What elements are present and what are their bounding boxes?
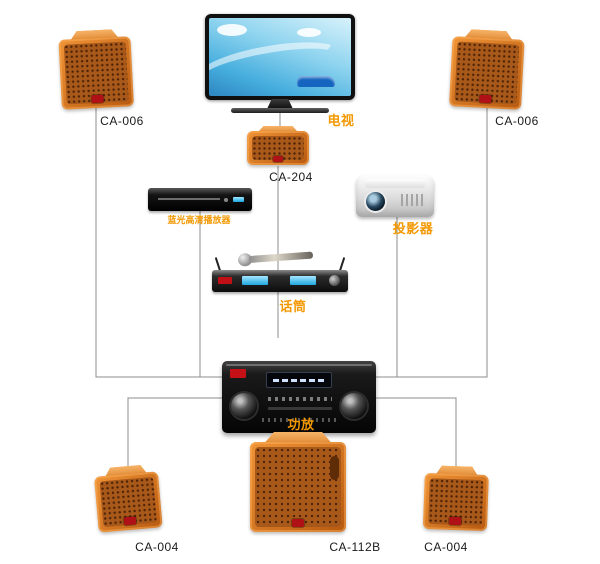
projector: [356, 175, 434, 217]
amp-top-edge: [226, 364, 372, 366]
label-tv: 电视: [327, 113, 355, 128]
port-slot: [330, 456, 339, 480]
mic-receiver: [212, 270, 348, 292]
amp-display: [266, 372, 332, 388]
receiver-knob: [329, 275, 340, 286]
tv: [205, 14, 355, 114]
brand-logo-icon: [91, 94, 104, 104]
volume-knob-left: [231, 393, 257, 419]
tv-stand-base: [231, 108, 329, 113]
display-led: [233, 197, 244, 202]
tv-screen: [209, 18, 351, 96]
projector-top-face: [364, 179, 426, 188]
speaker-grille: [252, 136, 304, 160]
bluray-player: [148, 188, 252, 211]
line-speaker-tr-to-amp: [376, 104, 488, 378]
label-subwoofer: CA-112B: [329, 540, 381, 554]
wireless-microphone: [237, 248, 319, 268]
amp-buttons-row: [268, 397, 332, 401]
brand-logo-icon: [123, 516, 137, 526]
label-bluray: 蓝光高清播放器: [167, 215, 231, 225]
mic-handle: [248, 251, 314, 264]
speaker-cabinet: [449, 36, 525, 110]
tv-frame: [205, 14, 355, 100]
speaker-top-face: [263, 432, 333, 444]
line-speaker-br-to-amp: [376, 397, 457, 470]
label-speaker-bottom-right: CA-004: [424, 540, 468, 554]
line-speaker-tl-to-amp: [95, 104, 222, 378]
disc-tray: [158, 198, 220, 200]
cloud-shape: [297, 28, 321, 37]
speaker-cabinet: [247, 131, 309, 165]
subwoofer: [250, 432, 346, 532]
cloud-shape: [217, 24, 247, 36]
speaker-bottom-left: [93, 463, 163, 533]
label-microphone: 话筒: [279, 299, 307, 314]
brand-logo-icon: [479, 94, 492, 104]
speaker-top-right: [449, 28, 525, 110]
amp-disc-slot: [268, 407, 332, 410]
speaker-bottom-right: [422, 465, 489, 532]
amp-buttons-row: [262, 418, 338, 422]
label-speaker-top-right: CA-006: [495, 114, 539, 128]
amplifier: [222, 361, 376, 433]
speaker-top-face: [257, 126, 299, 133]
power-button-icon: [224, 198, 228, 202]
receiver-display: [290, 276, 316, 285]
speaker-grille: [255, 447, 341, 527]
speaker-cabinet: [250, 442, 346, 532]
tv-stand-neck: [267, 99, 293, 109]
label-amplifier: 功放: [287, 417, 315, 432]
label-projector: 投影器: [392, 221, 434, 236]
brand-logo-icon: [230, 369, 246, 378]
speaker-cabinet: [94, 471, 163, 533]
speaker-cabinet: [422, 472, 489, 532]
receiver-display: [242, 276, 268, 285]
speaker-cabinet: [58, 36, 134, 110]
speaker-top-left: [58, 28, 134, 110]
brand-logo-icon: [218, 277, 232, 284]
vent-grille: [401, 194, 425, 206]
lens-icon: [366, 192, 385, 211]
line-speaker-bl-to-amp: [127, 397, 222, 470]
microphone-system: [212, 248, 348, 292]
brand-logo-icon: [273, 156, 283, 162]
label-speaker-top-left: CA-006: [100, 114, 144, 128]
brand-logo-icon: [292, 519, 304, 527]
label-speaker-bottom-left: CA-004: [135, 540, 179, 554]
brand-logo-icon: [449, 516, 462, 526]
volume-knob-right: [341, 393, 367, 419]
label-center-speaker: CA-204: [269, 170, 313, 184]
car-shape: [297, 76, 335, 87]
center-speaker: [247, 126, 309, 168]
